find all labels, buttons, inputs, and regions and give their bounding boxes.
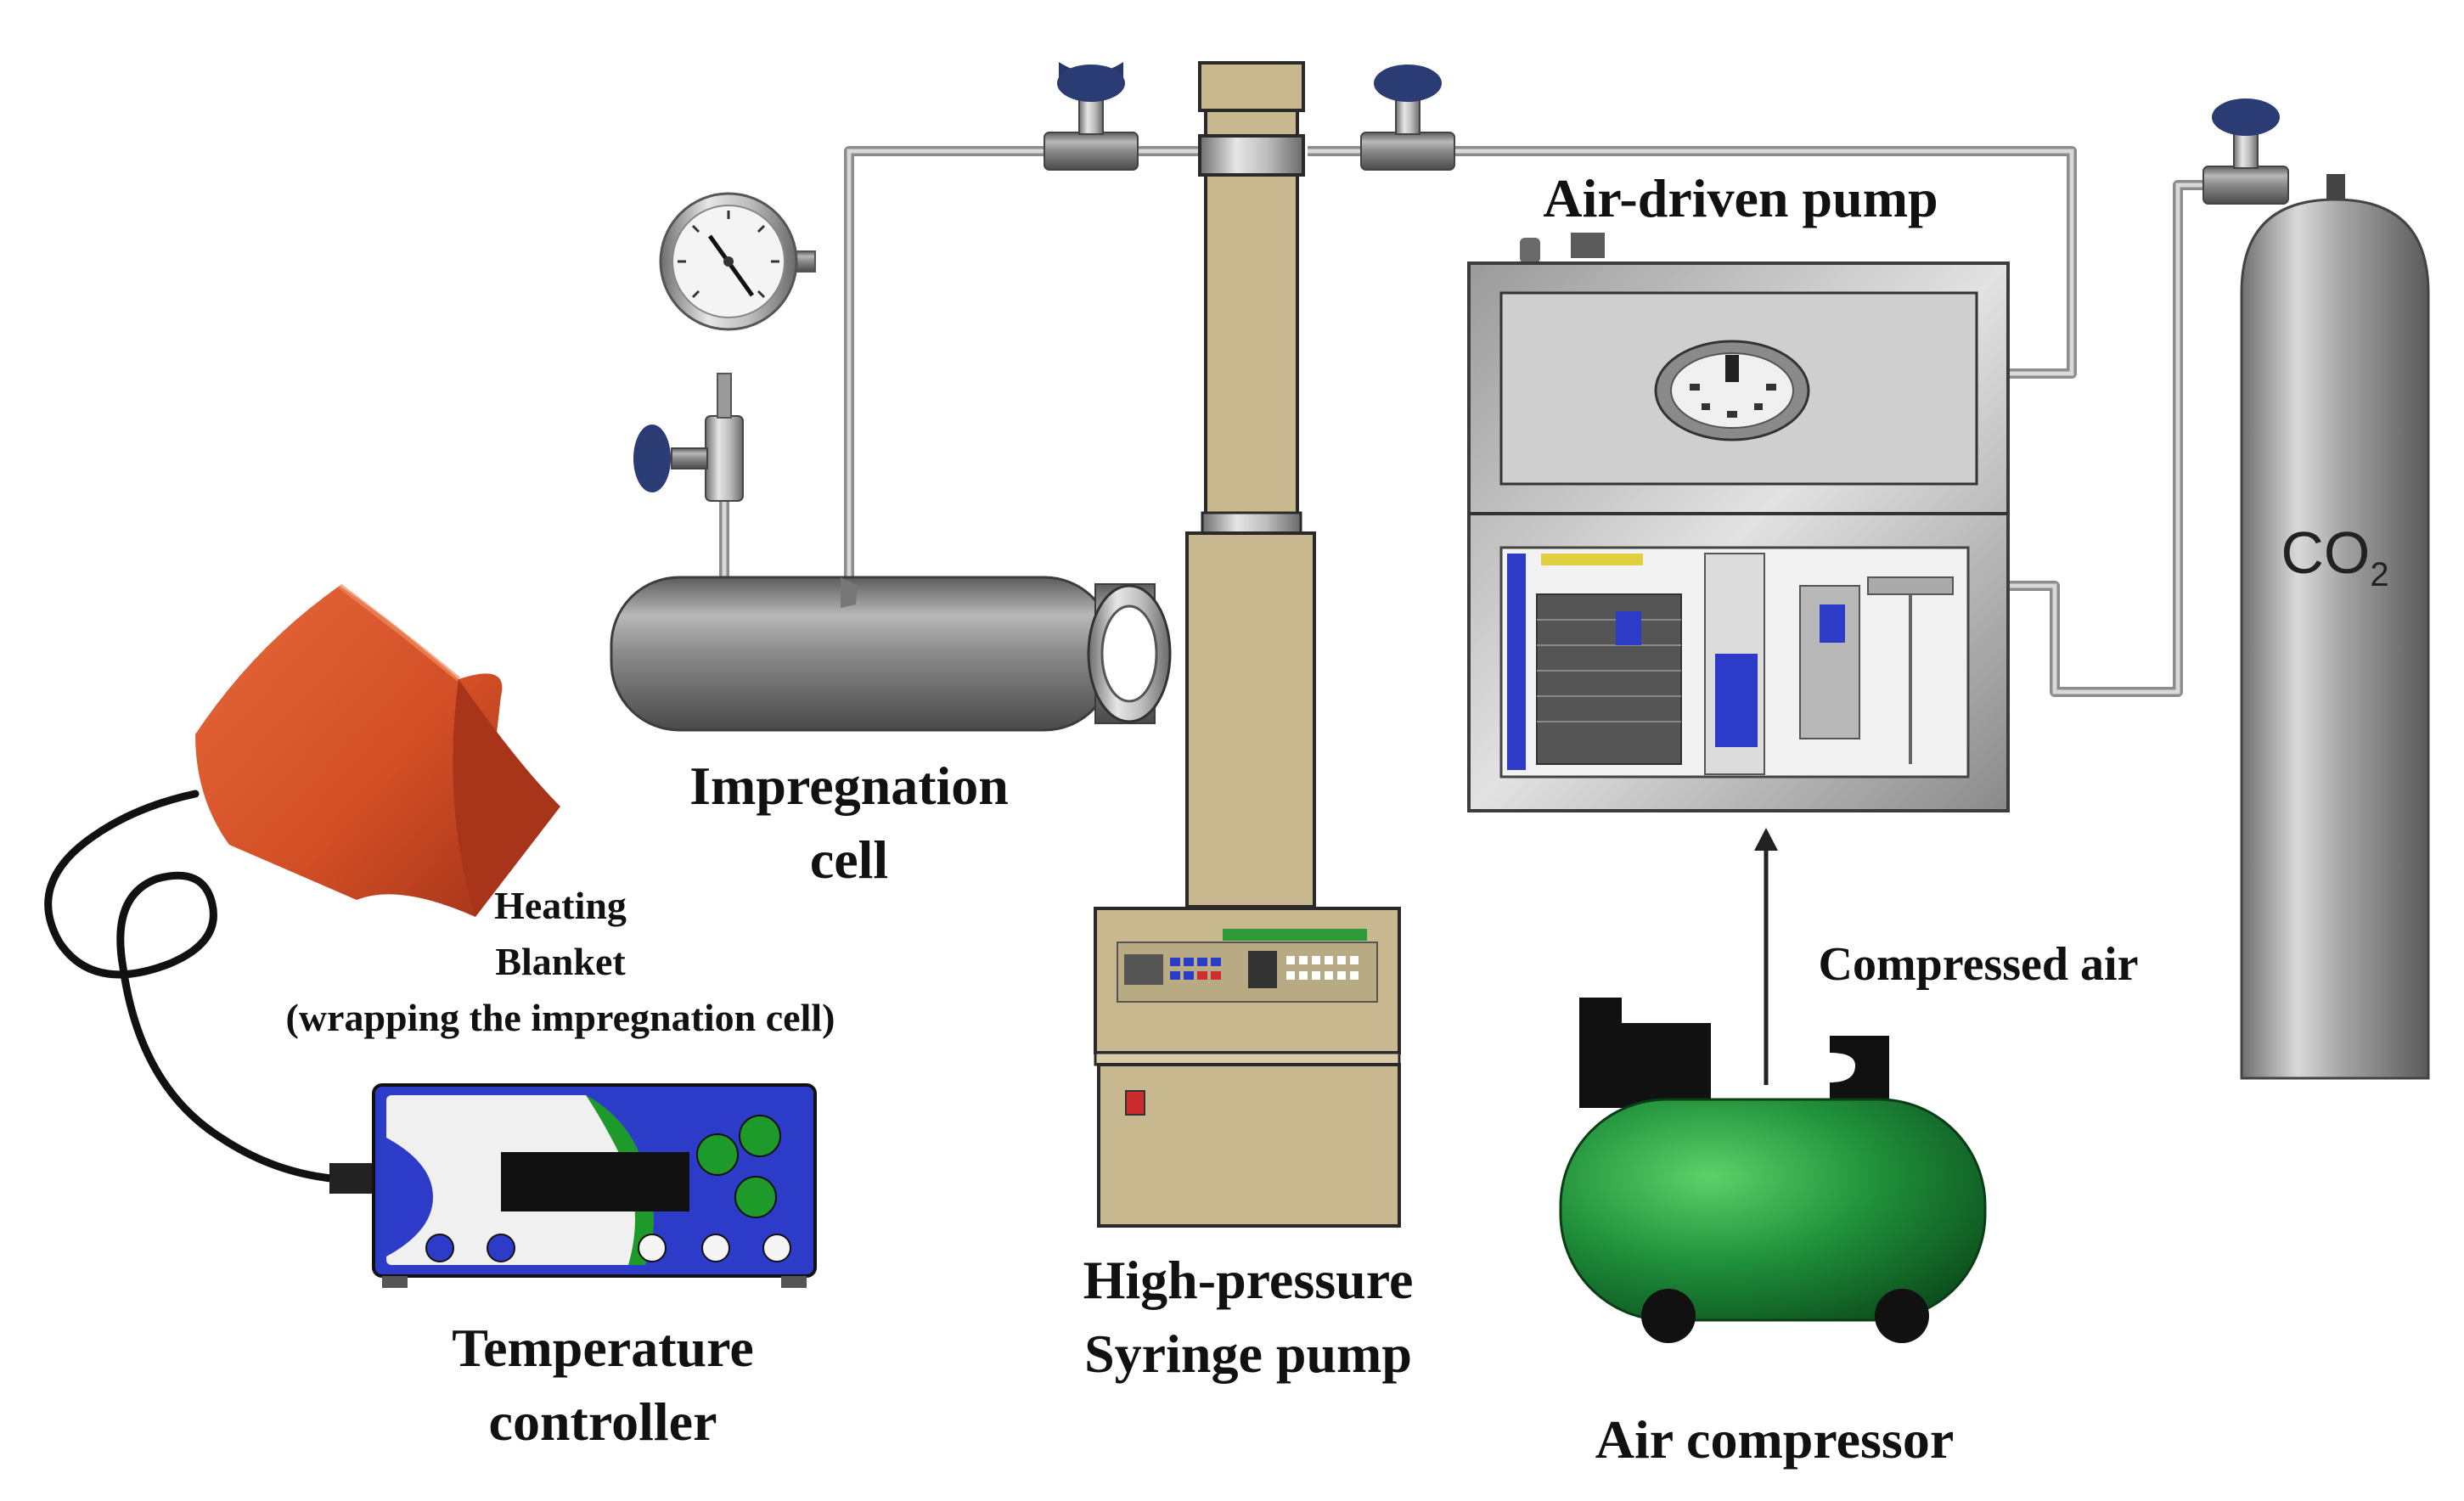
valve-icon <box>1360 65 1455 171</box>
impregnation-cell-label-line1: Impregnation <box>689 756 1009 816</box>
co2-label: CO2 <box>2276 518 2394 595</box>
valve-icon <box>1044 62 1139 171</box>
heating-blanket-label-line2: Blanket <box>495 940 626 983</box>
air-driven-pump-label: Air-driven pump <box>1543 168 1938 228</box>
compressed-air-label: Compressed air <box>1818 938 2139 991</box>
controller-cable <box>44 790 335 1183</box>
temperature-controller <box>329 1083 817 1288</box>
vent-valve-icon <box>633 373 744 502</box>
co2-label-subscript: 2 <box>2370 556 2389 593</box>
syringe-pump-label-line2: Syringe pump <box>1084 1324 1412 1384</box>
pressure-gauge-icon <box>659 192 816 331</box>
syringe-pump <box>1094 61 1401 1228</box>
valve-icon <box>2202 98 2289 205</box>
syringe-pump-label-line1: High-pressure <box>1083 1250 1414 1310</box>
heating-blanket <box>195 583 560 917</box>
heating-blanket-label-line3: (wrapping the impregnation cell) <box>285 996 835 1039</box>
air-driven-pump <box>1467 233 2010 812</box>
compressed-air-arrow <box>1754 828 1778 1085</box>
heating-blanket-label-line1: Heating <box>494 884 627 927</box>
temperature-controller-label-line2: controller <box>488 1391 717 1452</box>
temperature-controller-label-line1: Temperature <box>452 1318 754 1378</box>
co2-cylinder <box>2240 174 2430 1080</box>
co2-label-text: CO <box>2281 520 2371 586</box>
air-compressor-label: Air compressor <box>1595 1409 1955 1470</box>
impregnation-cell <box>610 576 1172 732</box>
impregnation-cell-label-line2: cell <box>809 829 889 890</box>
air-compressor <box>1559 998 1987 1343</box>
